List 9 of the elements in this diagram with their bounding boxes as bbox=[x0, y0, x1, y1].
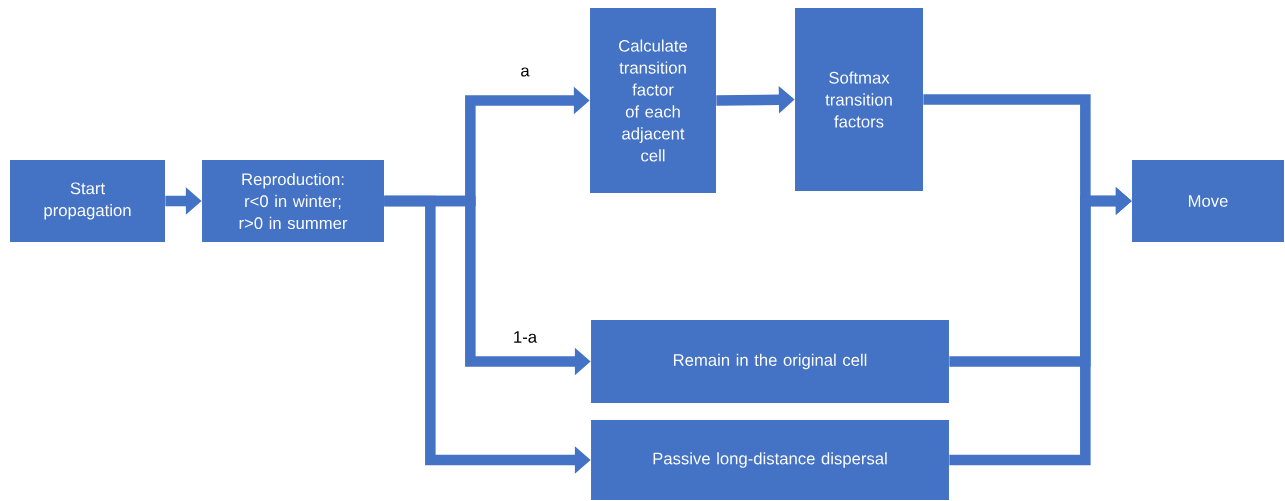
process-box: Start propagation bbox=[10, 160, 165, 242]
process-box: Calculate transition factor of each adjacent cell bbox=[590, 8, 716, 193]
edge-label: a bbox=[518, 65, 532, 79]
process-box: Remain in the original cell bbox=[591, 320, 949, 403]
process-box: Move bbox=[1132, 160, 1284, 242]
process-box: Reproduction: r<0 in winter; r>0 in summer bbox=[202, 160, 384, 242]
process-box: Softmax transition factors bbox=[795, 8, 923, 191]
edge-label: 1-a bbox=[511, 329, 539, 345]
process-box: Passive long-distance dispersal bbox=[591, 420, 949, 500]
